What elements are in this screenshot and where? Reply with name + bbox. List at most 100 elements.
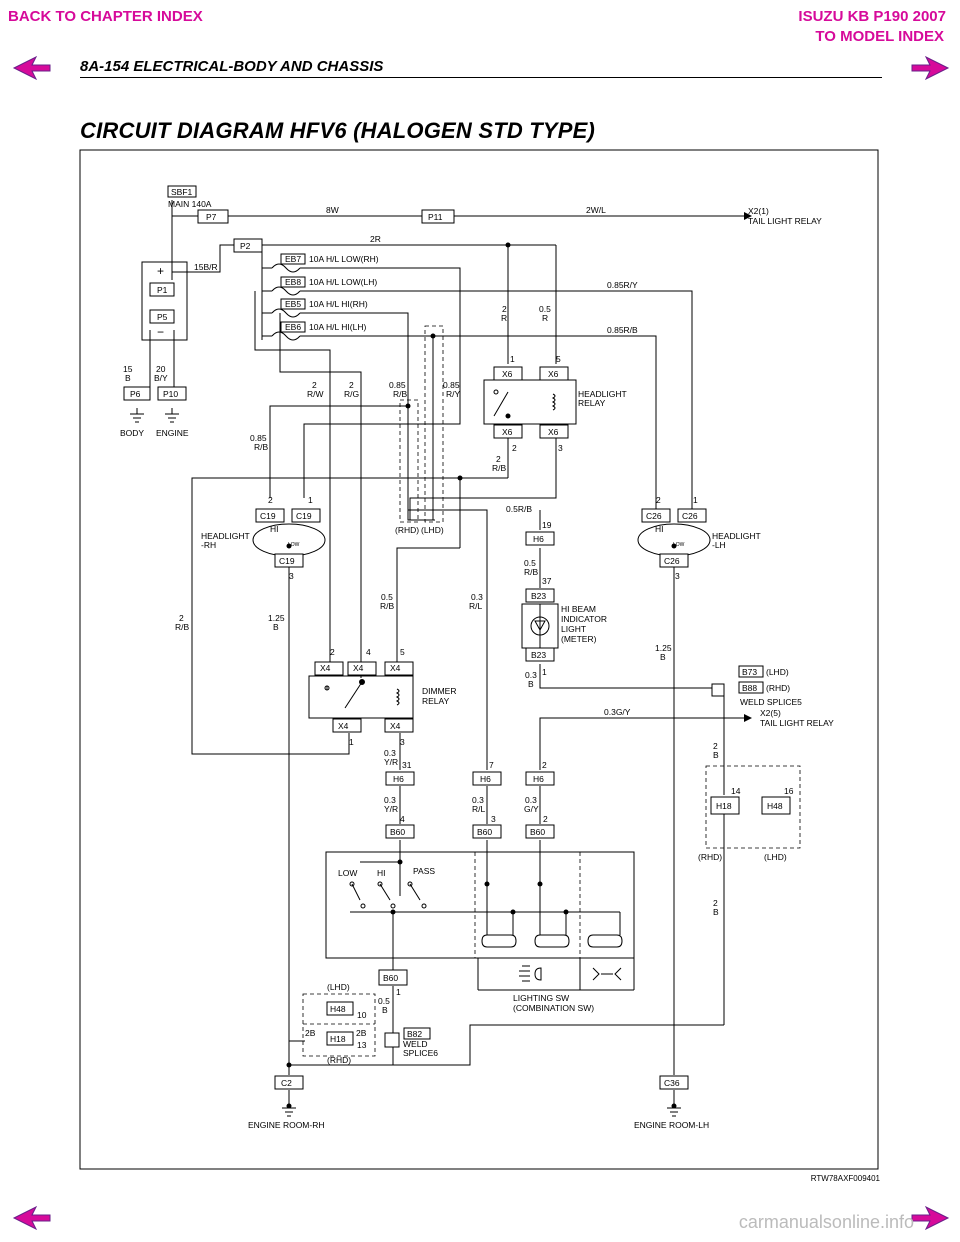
label-rb085: R/B (254, 442, 269, 452)
label-05rb-size: 0.5 (524, 558, 536, 568)
next-page-arrow-icon[interactable] (910, 56, 950, 80)
label-engine-room-lh: ENGINE ROOM-LH (634, 1120, 709, 1130)
label-h48-pin16: 16 (784, 786, 794, 796)
connector-boxes (123, 185, 791, 1090)
label-low-rh: LOW (288, 542, 300, 548)
variant-boxes (302, 325, 801, 1057)
label-rl: R/L (469, 601, 483, 611)
label-125b-lh-size: 1.25 (655, 643, 672, 653)
label-15: 15 (123, 364, 133, 374)
label-rg-size: 2 (349, 380, 354, 390)
label-05rb-color: R/B (524, 567, 539, 577)
diagram-title: CIRCUIT DIAGRAM HFV6 (HALOGEN STD TYPE) (80, 118, 596, 143)
previous-page-arrow-icon-bottom[interactable] (12, 1206, 52, 1230)
label-b60-c: B60 (530, 827, 545, 837)
label-2r: 2R (370, 234, 381, 244)
label-p11: P11 (428, 212, 443, 222)
label-b73-lhd: (LHD) (766, 667, 789, 677)
label-lighting-sw-1: LIGHTING SW (513, 993, 569, 1003)
label-2rb: R/B (175, 622, 190, 632)
label-h6-pin19: 19 (542, 520, 552, 530)
label-085ry: 0.85R/Y (607, 280, 638, 290)
label-weld-splice5: WELD SPLICE5 (740, 697, 802, 707)
label-relay-pin3: 3 (558, 443, 563, 453)
label-eb5: EB5 (285, 299, 301, 309)
label-weld6-1: WELD (403, 1039, 428, 1049)
battery (141, 261, 188, 341)
label-2b2: B (713, 907, 719, 917)
label-rb: R/B (393, 389, 408, 399)
label-rw-size: 2 (312, 380, 317, 390)
label-x4-pin5: 5 (400, 647, 405, 657)
next-page-arrow-icon-bottom[interactable] (910, 1206, 950, 1230)
label-x6-2: X6 (502, 427, 513, 437)
label-c19-pin2: 2 (268, 495, 273, 505)
label-2b-left: 2B (305, 1028, 316, 1038)
label-c2: C2 (281, 1078, 292, 1088)
label-x4-pin4: 4 (366, 647, 371, 657)
label-b88: B88 (742, 683, 757, 693)
to-model-index-link[interactable]: TO MODEL INDEX (815, 28, 944, 45)
label-c26-b: C26 (682, 511, 698, 521)
label-b60-pin3: 3 (491, 814, 496, 824)
label-b23-a: B23 (531, 591, 546, 601)
back-to-chapter-index-link[interactable]: BACK TO CHAPTER INDEX (8, 8, 203, 25)
label-r2-size: 2 (502, 304, 507, 314)
label-b60-d: B60 (383, 973, 398, 983)
label-x4-pin2: 2 (330, 647, 335, 657)
label-h6-pin7: 7 (489, 760, 494, 770)
label-lhd-h48: (LHD) (764, 852, 787, 862)
label-b60-pin4: 4 (400, 814, 405, 824)
fuse-symbols (271, 263, 301, 341)
label-p6: P6 (130, 389, 141, 399)
label-p5: P5 (157, 312, 168, 322)
junction-dots (286, 242, 677, 1109)
label-x2-5: X2(5) (760, 708, 781, 718)
label-lhd-top: (LHD) (421, 525, 444, 535)
label-h18-pin13: 13 (357, 1040, 367, 1050)
label-20-color: B/Y (154, 373, 168, 383)
label-2b-size: 2 (713, 741, 718, 751)
label-c19-pin3: 3 (289, 571, 294, 581)
label-x2-1: X2(1) (748, 206, 769, 216)
label-relay-pin1: 1 (510, 354, 515, 364)
label-x4-c: X4 (390, 663, 401, 673)
label-125b-size: 1.25 (268, 613, 285, 623)
label-b23-pin37: 37 (542, 576, 552, 586)
label-eb6-text: 10A H/L HI(LH) (309, 322, 366, 332)
label-r05-size: 0.5 (539, 304, 551, 314)
label-ry-size: 0.85 (443, 380, 460, 390)
label-b60-a: B60 (390, 827, 405, 837)
label-lhd-bottom: (LHD) (327, 982, 350, 992)
label-h18: H18 (716, 801, 732, 811)
label-hibeam-1: HI BEAM (561, 604, 596, 614)
label-085rb: 0.85R/B (607, 325, 638, 335)
label-rb2-size: 2 (496, 454, 501, 464)
label-headlight-lh-2: -LH (712, 540, 726, 550)
label-h48-pin10: 10 (357, 1010, 367, 1020)
label-03gy: 0.3G/Y (604, 707, 631, 717)
label-x4-e: X4 (390, 721, 401, 731)
label-rb085-size: 0.85 (250, 433, 267, 443)
label-switch-low: LOW (338, 868, 357, 878)
label-low-lh: LOW (673, 542, 685, 548)
label-r2: R (501, 313, 507, 323)
label-h48-bottom: H48 (330, 1004, 346, 1014)
label-switch-hi: HI (377, 868, 386, 878)
label-rg: R/G (344, 389, 359, 399)
battery-plus: + (157, 264, 164, 278)
page-title: 8A-154 ELECTRICAL-BODY AND CHASSIS (80, 58, 384, 75)
label-engine: ENGINE (156, 428, 189, 438)
label-relay-pin5: 5 (556, 354, 561, 364)
label-15-color: B (125, 373, 131, 383)
previous-page-arrow-icon[interactable] (12, 56, 52, 80)
label-dimmer-2: RELAY (422, 696, 450, 706)
arrow-x2-5 (744, 714, 752, 722)
label-c26-pin2: 2 (656, 495, 661, 505)
label-c26-pin1: 1 (693, 495, 698, 505)
arrow-x2-1 (744, 212, 752, 220)
label-hibeam-4: (METER) (561, 634, 597, 644)
label-x6-3: X6 (548, 427, 559, 437)
label-p1: P1 (157, 285, 168, 295)
